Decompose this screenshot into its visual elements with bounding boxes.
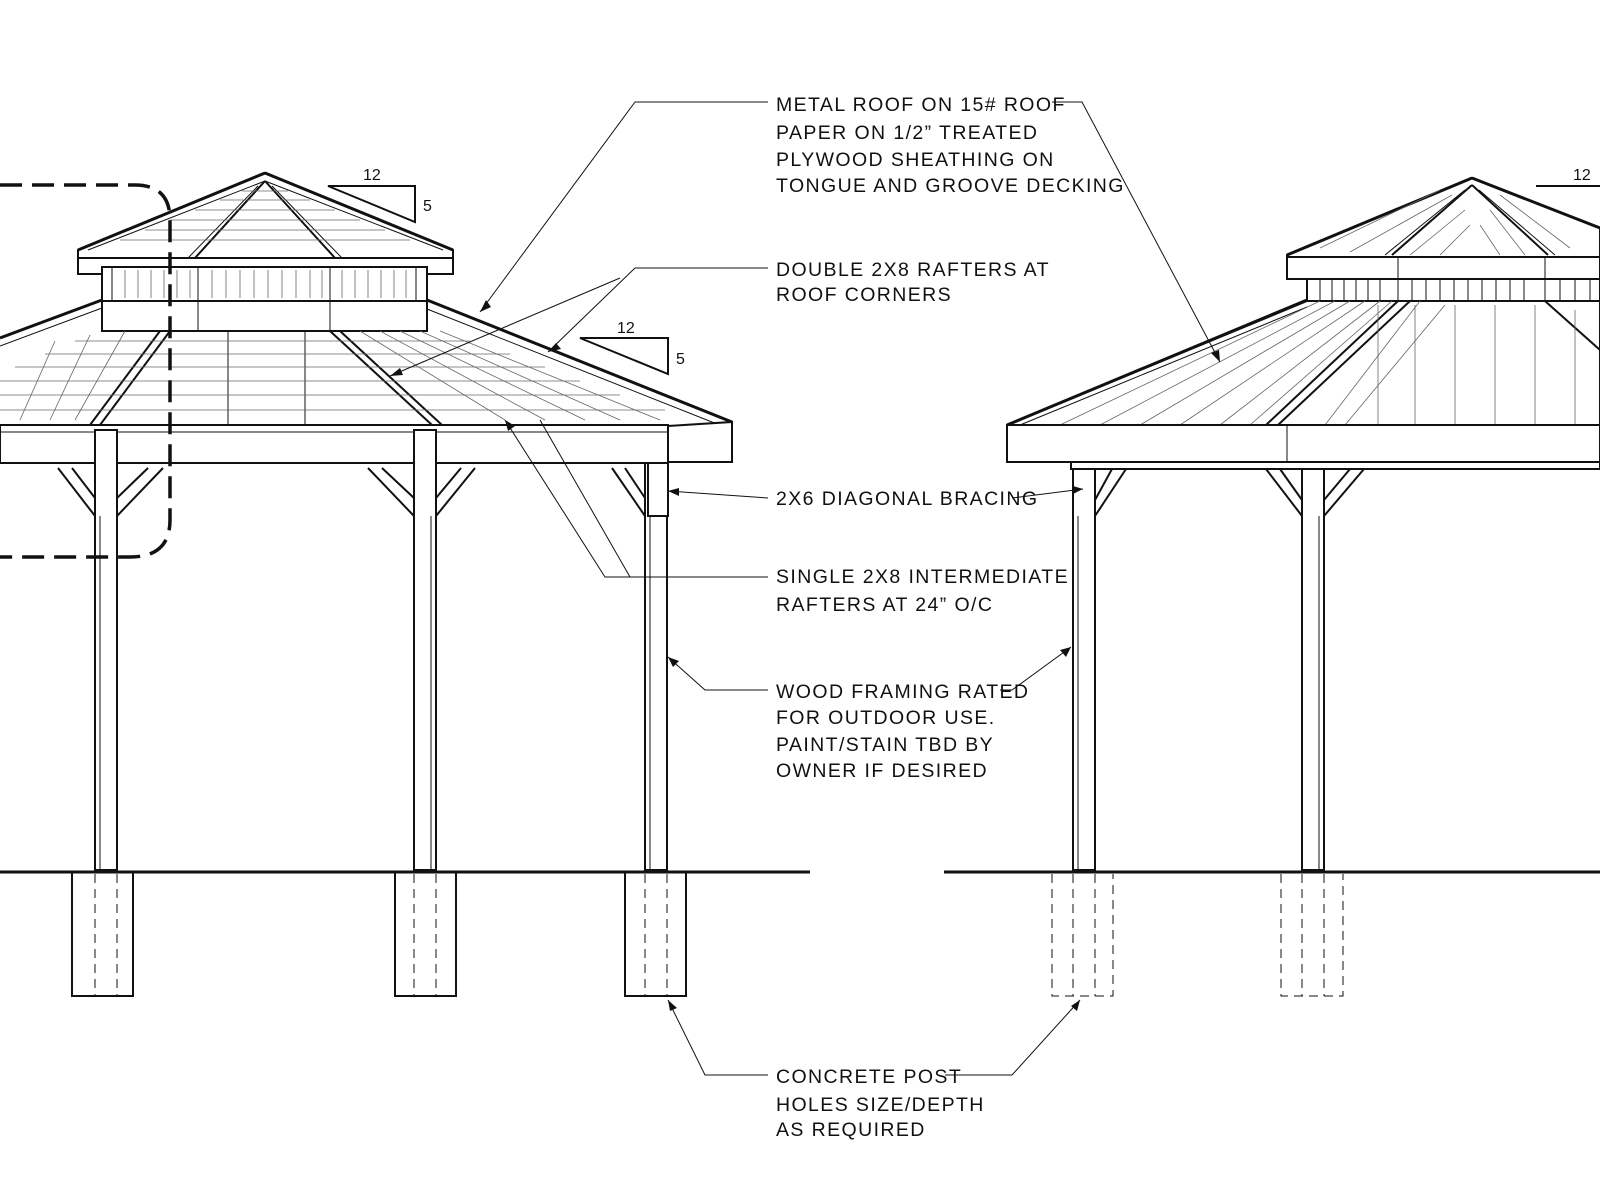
note-intermediate-rafters: SINGLE 2X8 INTERMEDIATE RAFTERS AT 24” O… xyxy=(776,566,1069,616)
note-line: PAPER ON 1/2” TREATED xyxy=(776,122,1038,144)
left-cupola xyxy=(77,171,454,302)
note-line: METAL ROOF ON 15# ROOF xyxy=(776,94,1066,116)
note-line: RAFTERS AT 24” O/C xyxy=(776,594,993,616)
note-framing: WOOD FRAMING RATED FOR OUTDOOR USE. PAIN… xyxy=(776,681,1029,782)
pitch-run-label: 12 xyxy=(617,320,635,337)
note-roof: METAL ROOF ON 15# ROOF PAPER ON 1/2” TRE… xyxy=(776,94,1125,197)
note-line: PLYWOOD SHEATHING ON xyxy=(776,149,1055,171)
left-elevation: 12 5 12 5 xyxy=(0,167,810,997)
note-line: FOR OUTDOOR USE. xyxy=(776,707,996,729)
note-line: ROOF CORNERS xyxy=(776,284,952,306)
left-bracing xyxy=(57,467,646,517)
left-roof-pitch: 12 5 xyxy=(579,320,685,376)
right-bracing xyxy=(1094,468,1365,517)
note-line: TONGUE AND GROOVE DECKING xyxy=(776,175,1125,197)
leader-arrowheads xyxy=(390,300,1220,1011)
pitch-rise-label: 5 xyxy=(676,351,685,368)
note-double-rafters: DOUBLE 2X8 RAFTERS AT ROOF CORNERS xyxy=(776,259,1050,306)
pitch-run-label: 12 xyxy=(363,167,381,184)
note-line: SINGLE 2X8 INTERMEDIATE xyxy=(776,566,1069,588)
left-posts xyxy=(94,429,669,871)
right-cupola xyxy=(1286,176,1600,302)
left-footings xyxy=(71,871,687,997)
note-line: CONCRETE POST xyxy=(776,1066,962,1088)
right-posts xyxy=(1072,468,1325,871)
left-cupola-pitch: 12 5 xyxy=(327,167,432,224)
note-bracing: 2X6 DIAGONAL BRACING xyxy=(776,488,1038,510)
note-line: 2X6 DIAGONAL BRACING xyxy=(776,488,1038,510)
note-concrete: CONCRETE POST HOLES SIZE/DEPTH AS REQUIR… xyxy=(776,1066,985,1141)
right-elevation: 12 xyxy=(944,167,1600,997)
note-line: WOOD FRAMING RATED xyxy=(776,681,1029,703)
note-line: PAINT/STAIN TBD BY xyxy=(776,734,994,756)
leader-lines xyxy=(389,101,1221,1076)
right-main-roof xyxy=(1006,298,1600,470)
left-detail-callout xyxy=(0,183,172,559)
note-line: OWNER IF DESIRED xyxy=(776,760,988,782)
note-line: HOLES SIZE/DEPTH xyxy=(776,1094,985,1116)
right-cupola-pitch: 12 xyxy=(1536,167,1600,187)
note-line: DOUBLE 2X8 RAFTERS AT xyxy=(776,259,1050,281)
note-line: AS REQUIRED xyxy=(776,1119,926,1141)
pitch-rise-label: 5 xyxy=(423,198,432,215)
right-footings xyxy=(1051,874,1344,997)
pitch-run-label: 12 xyxy=(1573,167,1591,184)
